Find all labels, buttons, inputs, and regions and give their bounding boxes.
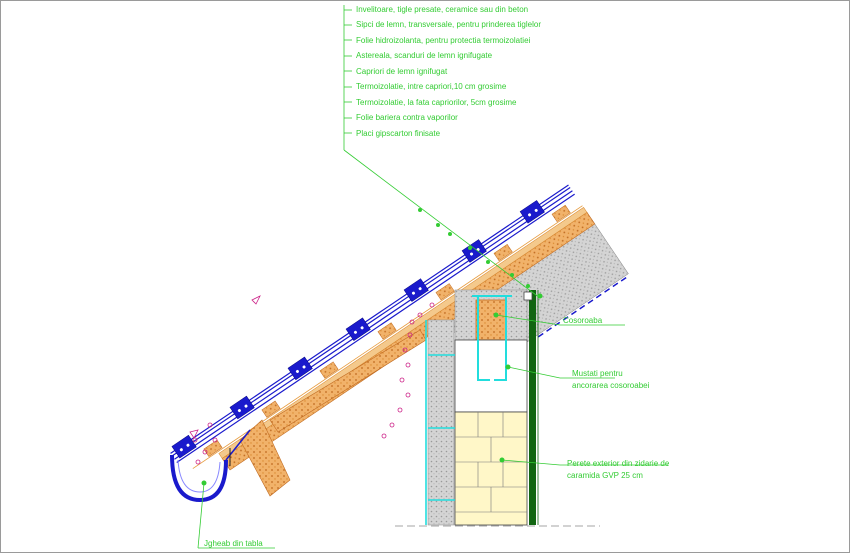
layer-label-plasterboard: Placi gipscarton finisate	[356, 129, 441, 138]
callout-wall-line1: Perete exterior din zidarie de	[567, 459, 670, 468]
callout-anchor-line2: ancorarea cosoroabei	[572, 381, 650, 390]
exterior-plaster	[529, 290, 536, 525]
anchor-bars	[472, 295, 512, 381]
layer-label-tiles: Invelitoare, tigle presate, ceramice sau…	[356, 5, 528, 14]
wall-top-marker	[523, 291, 533, 301]
gutter	[170, 454, 228, 503]
wall-plate	[475, 299, 507, 341]
callout-gutter: Jgheab din tabla	[204, 539, 263, 548]
callout-wall-line2: caramida GVP 25 cm	[567, 471, 643, 480]
layer-list: Invelitoare, tigle presate, ceramice sau…	[356, 5, 541, 138]
ring-beam	[454, 339, 528, 413]
roof-assembly	[170, 184, 630, 471]
finish-strips	[425, 320, 455, 525]
soffit-board	[269, 329, 427, 433]
layer-label-battens: Sipci de lemn, transversale, pentru prin…	[356, 20, 541, 29]
brick-joints	[455, 412, 527, 513]
layer-label-rafters: Capriori de lemn ignifugat	[356, 67, 448, 76]
layer-label-insulation-face: Termoizolatie, la fata capriorilor, 5cm …	[356, 98, 517, 107]
wall-insulation-left	[427, 319, 455, 526]
leader-lines	[197, 5, 668, 549]
leader-dots	[201, 208, 543, 486]
layer-label-decking: Astereala, scanduri de lemn ignifugate	[356, 51, 493, 60]
layer-label-insulation-between: Termoizolatie, intre capriori,10 cm gros…	[356, 82, 507, 91]
layer-label-waterproof-foil: Folie hidroizolanta, pentru protectia te…	[356, 36, 531, 45]
tile-clip-details	[179, 208, 538, 452]
airflow-markers	[189, 295, 435, 465]
fascia-board	[239, 419, 291, 497]
gutter-inner	[177, 459, 221, 493]
battens	[203, 204, 571, 457]
layer-label-vapour-barrier: Folie bariera contra vaporilor	[356, 113, 458, 122]
callout-anchor-line1: Mustati pentru	[572, 369, 623, 378]
callout-wall-plate: Cosoroaba	[563, 316, 603, 325]
tile-clips	[171, 200, 545, 459]
